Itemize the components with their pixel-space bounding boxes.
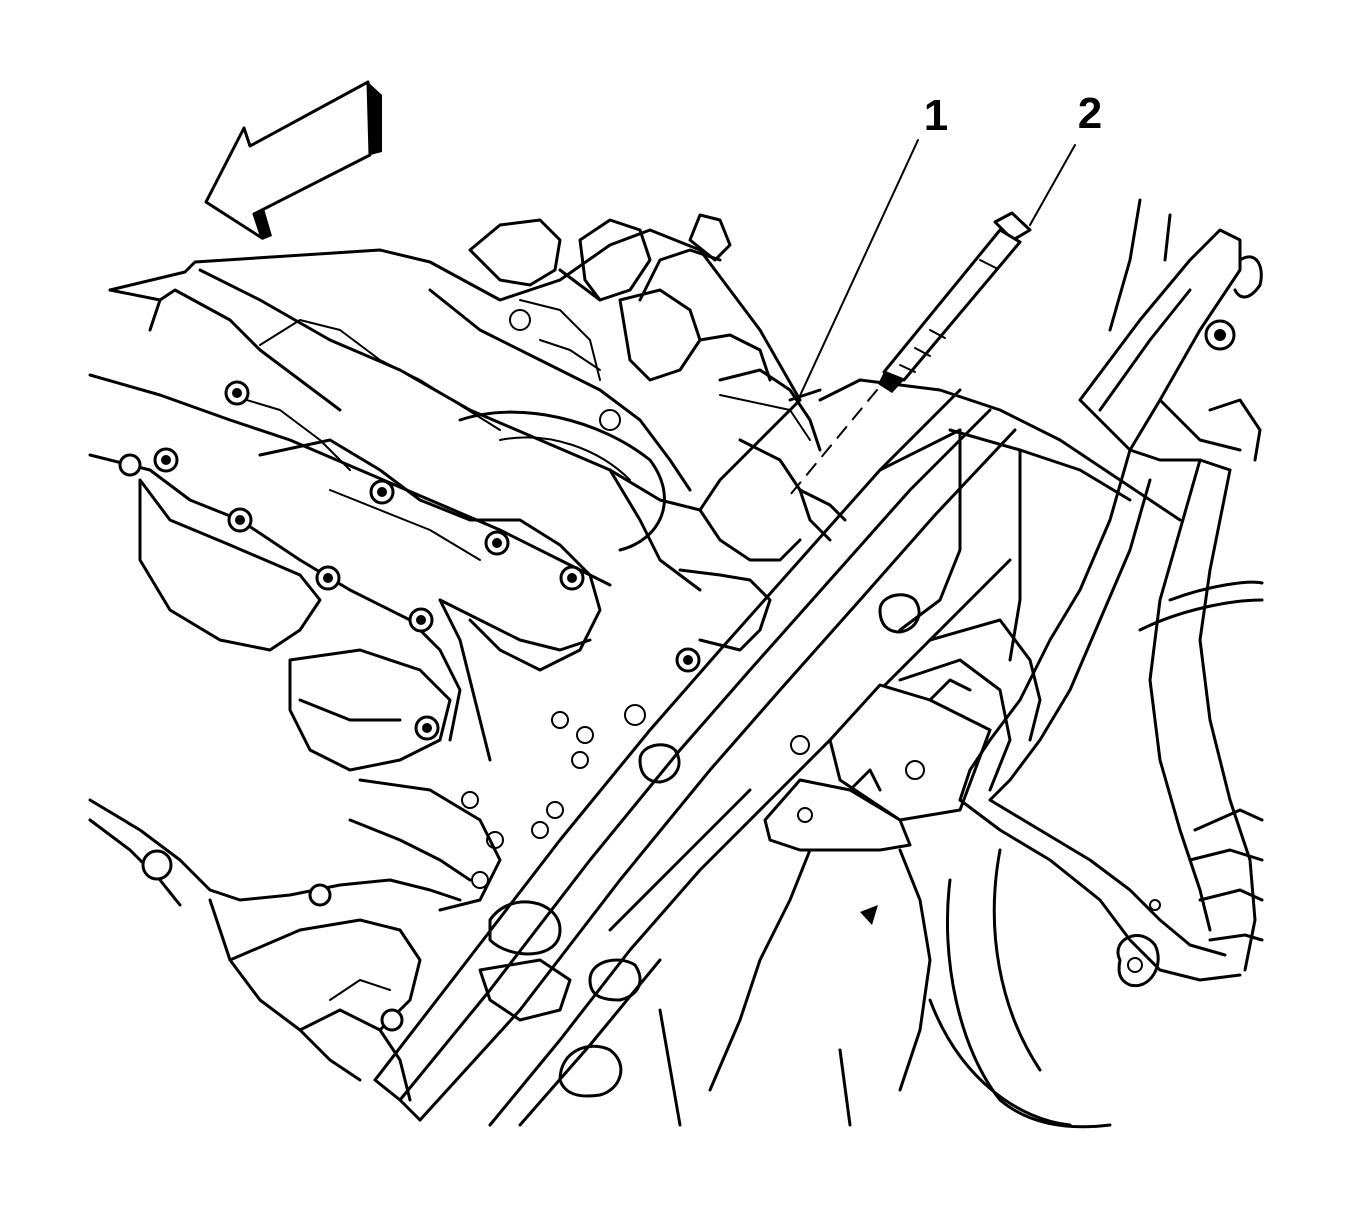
wheel-assembly xyxy=(928,580,1264,1129)
callout-2-label: 2 xyxy=(1078,89,1102,138)
pan-bolts xyxy=(118,319,1236,741)
engine-assembly xyxy=(88,228,832,742)
frame-rail xyxy=(373,388,1017,1127)
callout-2-leader xyxy=(1029,144,1076,226)
lower-control-arm xyxy=(958,198,1263,988)
part-1-mount xyxy=(719,388,847,522)
front-direction-arrow-icon xyxy=(204,80,382,240)
callout-1-label: 1 xyxy=(924,91,948,140)
bolt-icon xyxy=(789,211,1032,496)
callout-1-leader xyxy=(797,139,919,401)
upper-components xyxy=(468,213,772,431)
crossmember xyxy=(658,378,1182,1127)
transmission-housing xyxy=(88,598,646,1102)
